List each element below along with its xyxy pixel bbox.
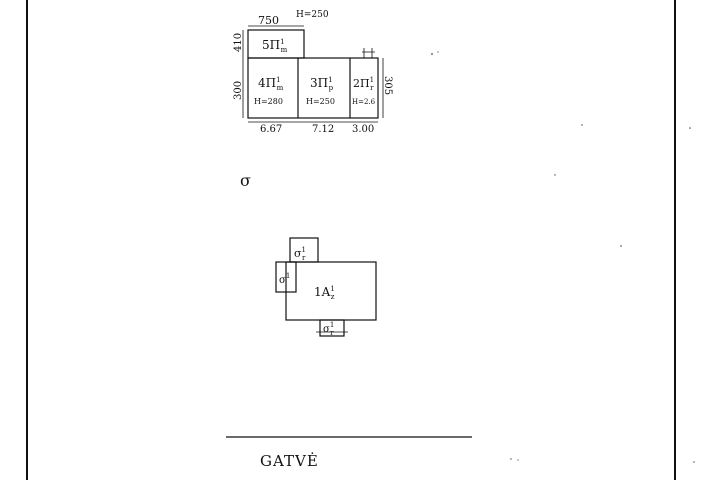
rooms-row-outline bbox=[247, 57, 379, 119]
right-dimension-text: 305 bbox=[382, 76, 393, 95]
scan-specks bbox=[431, 51, 695, 463]
level-mark: σ bbox=[240, 171, 251, 190]
room-2-height: H=2.6 bbox=[352, 98, 376, 106]
bottom-dim-3: 3.00 bbox=[352, 124, 374, 135]
street-name: GATVĖ bbox=[260, 452, 319, 470]
bottom-dim-2: 7.12 bbox=[312, 124, 334, 135]
right-frame-line bbox=[674, 0, 676, 480]
bottom-dim-1: 6.67 bbox=[260, 124, 282, 135]
annex-top-outline bbox=[289, 237, 319, 263]
left-dimension-top-text: 410 bbox=[233, 33, 244, 52]
top-height-note: H=250 bbox=[296, 10, 329, 20]
annex-left-label: σ1 bbox=[279, 272, 290, 286]
left-frame-line bbox=[26, 0, 28, 480]
annex-bottom-outline bbox=[319, 319, 345, 337]
top-dimension-text: 750 bbox=[258, 14, 279, 27]
left-dimension-bottom-text: 300 bbox=[233, 81, 244, 100]
room-4-height: H=280 bbox=[254, 97, 283, 106]
entrance-mark bbox=[362, 48, 375, 58]
room-3-height: H=250 bbox=[306, 97, 335, 106]
